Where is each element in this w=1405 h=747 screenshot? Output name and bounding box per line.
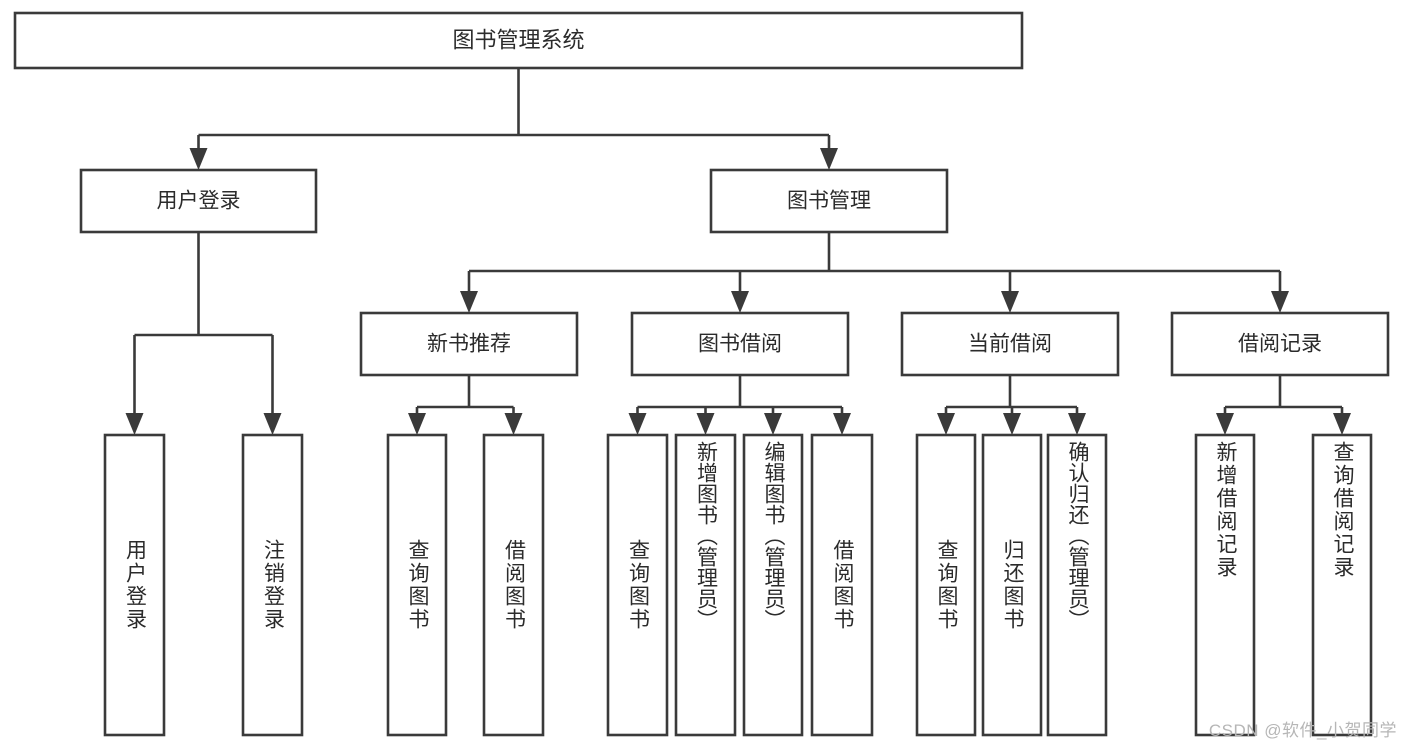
arrow-to-leaf-12 <box>1333 413 1351 435</box>
level3-node-1-box[interactable] <box>630 311 850 377</box>
level3-node-3-box[interactable] <box>1170 311 1390 377</box>
leaf-node-1-box[interactable] <box>241 433 304 737</box>
arrow-to-level3-0 <box>460 291 478 313</box>
arrow-to-level3-1 <box>731 291 749 313</box>
arrow-to-leaf-8 <box>937 413 955 435</box>
leaf-node-9-box[interactable] <box>981 433 1043 737</box>
leaf-node-4-box[interactable] <box>606 433 669 737</box>
arrow-to-leaf-7 <box>833 413 851 435</box>
arrow-to-leaf-9 <box>1003 413 1021 435</box>
leaf-node-3-box[interactable] <box>482 433 545 737</box>
level2-node-1-box[interactable] <box>709 168 949 234</box>
arrow-to-leaf-4 <box>628 413 647 435</box>
connectors-layer <box>125 68 1351 435</box>
level3-node-2-box[interactable] <box>900 311 1120 377</box>
level2-node-0-box[interactable] <box>79 168 318 234</box>
arrow-to-leaf-0 <box>125 413 144 435</box>
arrow-to-leaf-5 <box>696 413 715 435</box>
level2-node-1-label: 图书管理 <box>787 190 871 213</box>
arrow-to-level3-3 <box>1271 291 1289 313</box>
level3-node-1-label: 图书借阅 <box>698 333 782 356</box>
arrow-to-level3-2 <box>1001 291 1019 313</box>
arrow-to-book-management <box>820 148 838 170</box>
leaf-node-2-box[interactable] <box>386 433 448 737</box>
arrow-to-user-login <box>189 148 208 170</box>
arrow-to-leaf-6 <box>764 413 782 435</box>
leaf-node-12-box[interactable] <box>1311 433 1373 737</box>
boxes-layer <box>13 11 1390 737</box>
leaf-node-7-box[interactable] <box>810 433 874 737</box>
arrow-to-leaf-2 <box>408 413 426 435</box>
level2-node-0-label: 用户登录 <box>157 190 241 213</box>
csdn-watermark: CSDN @软件_小贺同学 <box>1208 721 1397 740</box>
leaf-node-6-box[interactable] <box>742 433 804 737</box>
level3-node-0-box[interactable] <box>359 311 579 377</box>
root-node-book-management-system-label: 图书管理系统 <box>452 27 584 52</box>
leaf-node-0-box[interactable] <box>103 433 166 737</box>
level3-node-0-label: 新书推荐 <box>427 333 511 356</box>
level3-node-3-label: 借阅记录 <box>1238 333 1322 356</box>
arrow-to-leaf-10 <box>1068 413 1086 435</box>
arrow-to-leaf-11 <box>1216 413 1234 435</box>
leaf-node-8-box[interactable] <box>915 433 977 737</box>
leaf-node-11-box[interactable] <box>1194 433 1256 737</box>
level3-node-2-label: 当前借阅 <box>968 333 1052 356</box>
leaf-node-10-box[interactable] <box>1046 433 1108 737</box>
leaf-node-5-box[interactable] <box>674 433 737 737</box>
root-node-book-management-system-box[interactable] <box>13 11 1024 70</box>
arrow-to-leaf-3 <box>504 413 523 435</box>
arrow-to-leaf-1 <box>263 413 282 435</box>
